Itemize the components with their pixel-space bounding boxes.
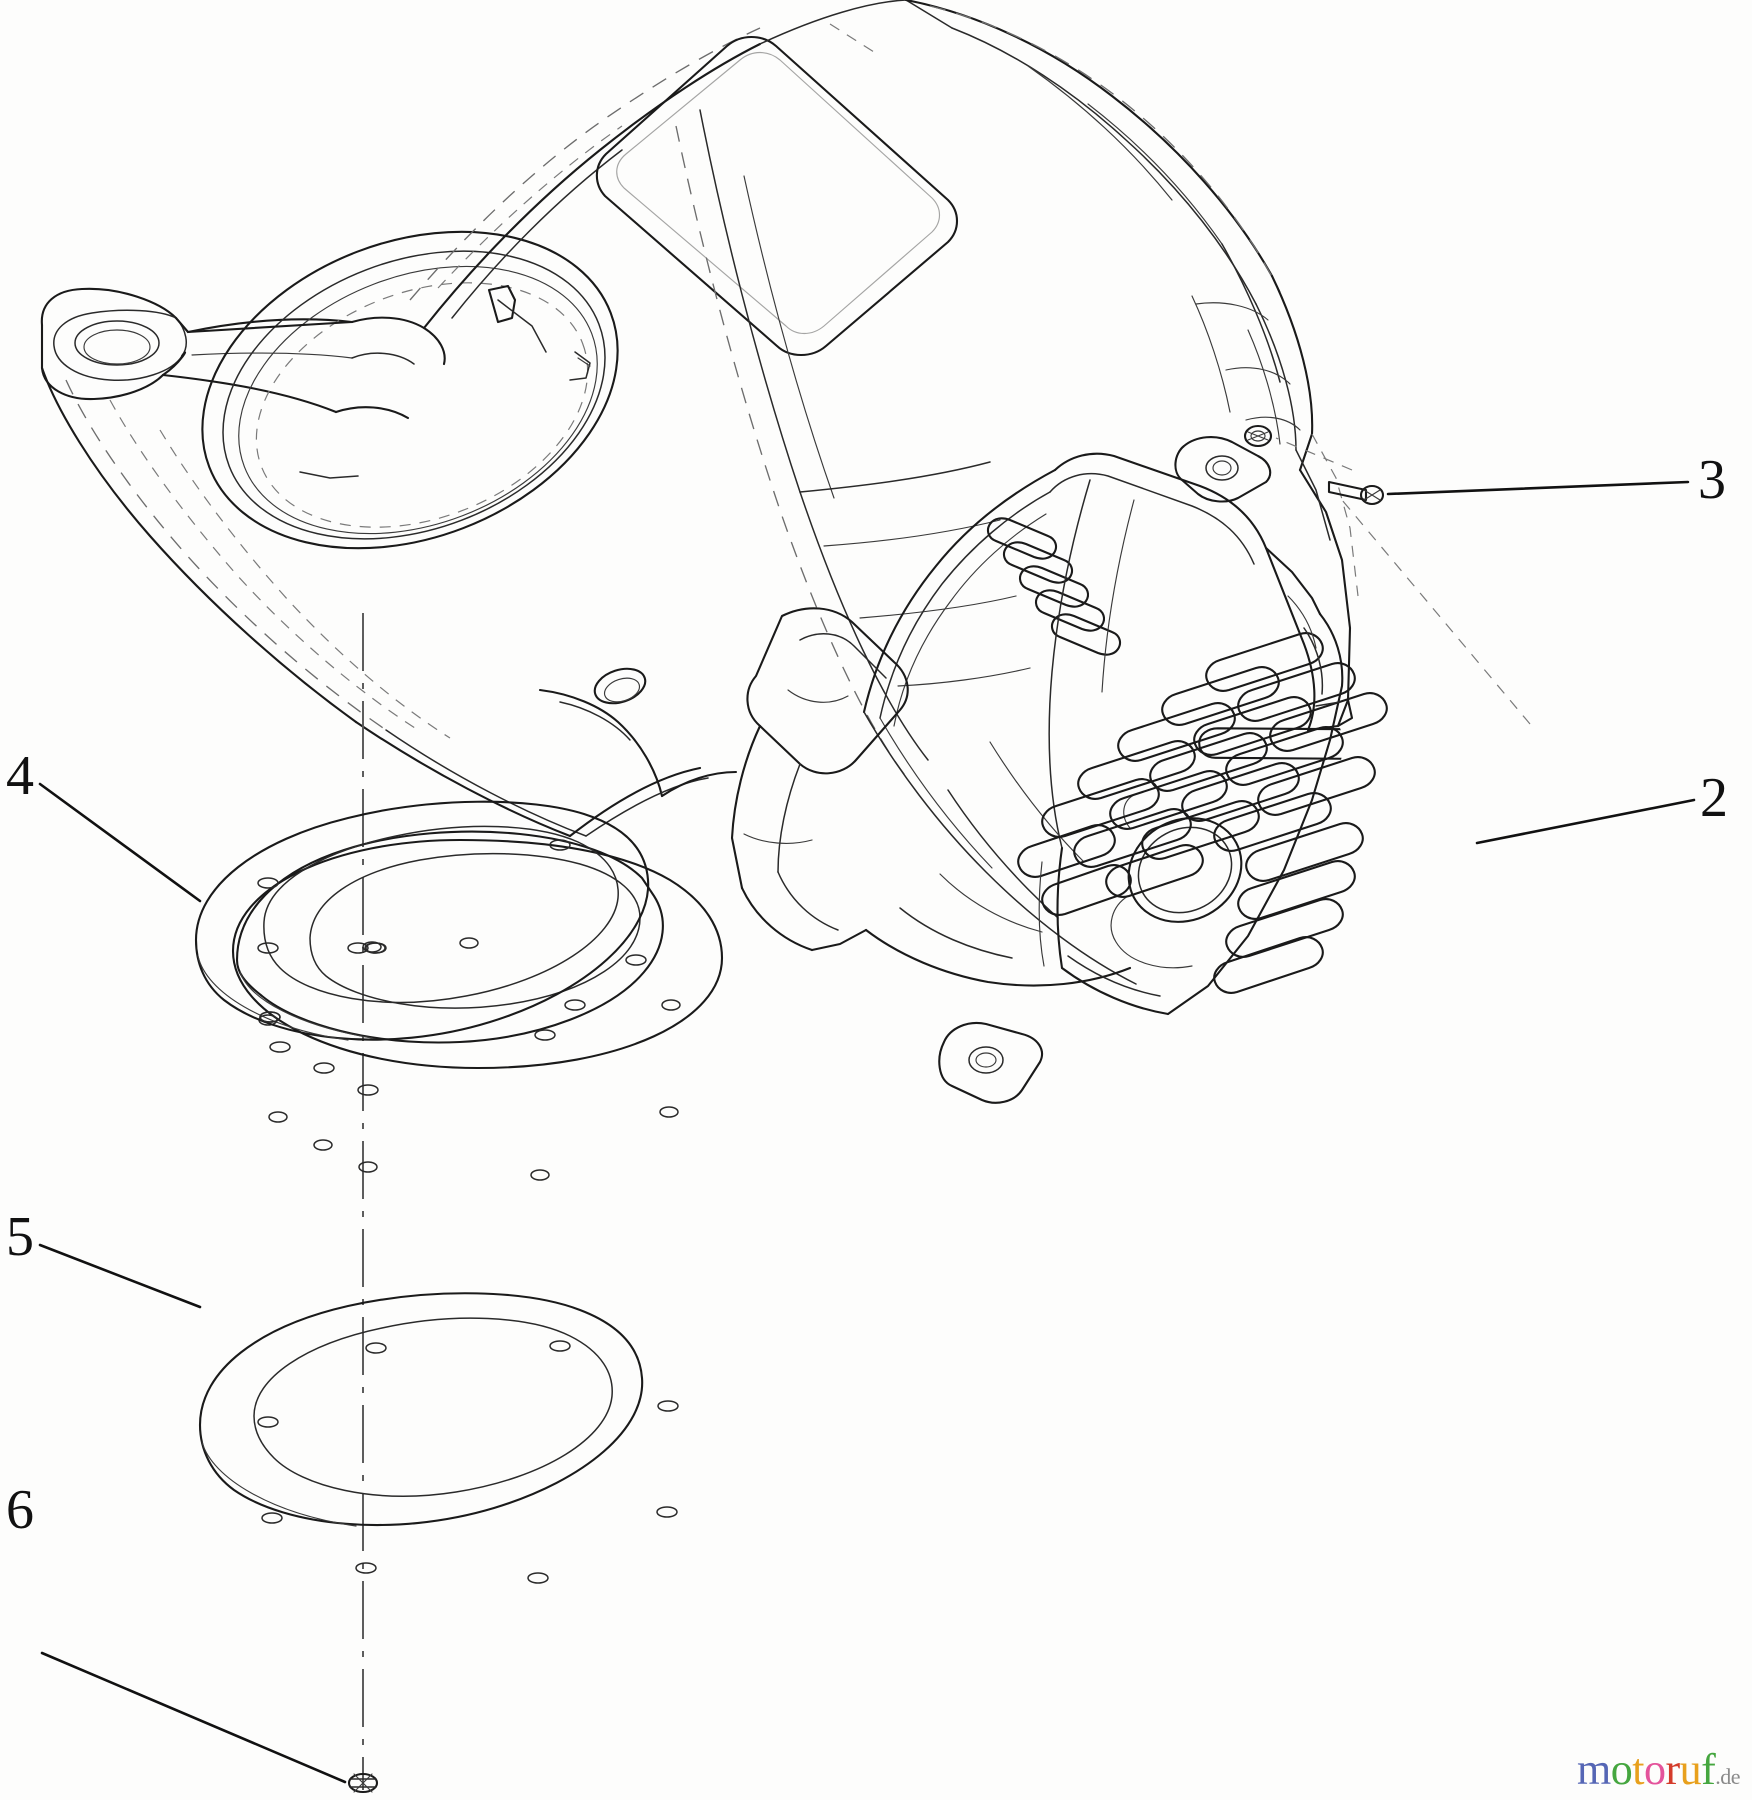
top-access-panel — [595, 35, 959, 357]
leader-4 — [38, 782, 202, 903]
callout-number-5: 5 — [6, 1206, 34, 1268]
wm-char-o2: o — [1643, 1745, 1666, 1794]
leader-6 — [40, 1651, 347, 1784]
wm-char-r: r — [1665, 1745, 1680, 1794]
mount-tab-upper-right — [1174, 436, 1272, 503]
gasket-lower — [198, 1292, 679, 1584]
boss-hole-mid-deck — [593, 667, 647, 705]
annotation-layer — [38, 437, 1696, 1790]
leader-3 — [1386, 480, 1690, 496]
muffler-body — [864, 873, 1132, 987]
leader-2 — [1475, 798, 1696, 845]
intake-duct — [730, 607, 909, 952]
wm-char-m: m — [1577, 1745, 1611, 1794]
wm-char-o1: o — [1610, 1745, 1633, 1794]
mower-deck-housing — [40, 0, 1359, 838]
callout-number-3: 3 — [1698, 449, 1726, 511]
louver-slots-top — [986, 517, 1122, 656]
gasket-upper-hole-set — [259, 839, 647, 1096]
leader-5 — [38, 1243, 202, 1309]
wm-char-f: f — [1701, 1745, 1716, 1794]
fastener-screw-upper — [1327, 480, 1385, 506]
callout-number-2: 2 — [1700, 767, 1728, 829]
fastener-screw-lower — [347, 1772, 379, 1794]
wm-char-t: t — [1632, 1745, 1644, 1794]
motoruf-watermark-logo: motoruf.de — [1577, 1745, 1741, 1794]
wm-char-u: u — [1679, 1745, 1702, 1794]
gasket-upper-final — [194, 800, 650, 1096]
callout-number-4: 4 — [6, 745, 34, 807]
gasket-lower-holes — [257, 1340, 679, 1584]
outlet-port — [1110, 793, 1243, 969]
screw-boss-right — [1243, 424, 1273, 448]
callout-number-6: 6 — [6, 1479, 34, 1541]
wm-suffix-de: .de — [1715, 1764, 1741, 1789]
mount-tab-lower-left — [938, 1022, 1044, 1104]
grille-slats — [1017, 632, 1388, 994]
engine-cover-shroud — [730, 436, 1388, 1104]
